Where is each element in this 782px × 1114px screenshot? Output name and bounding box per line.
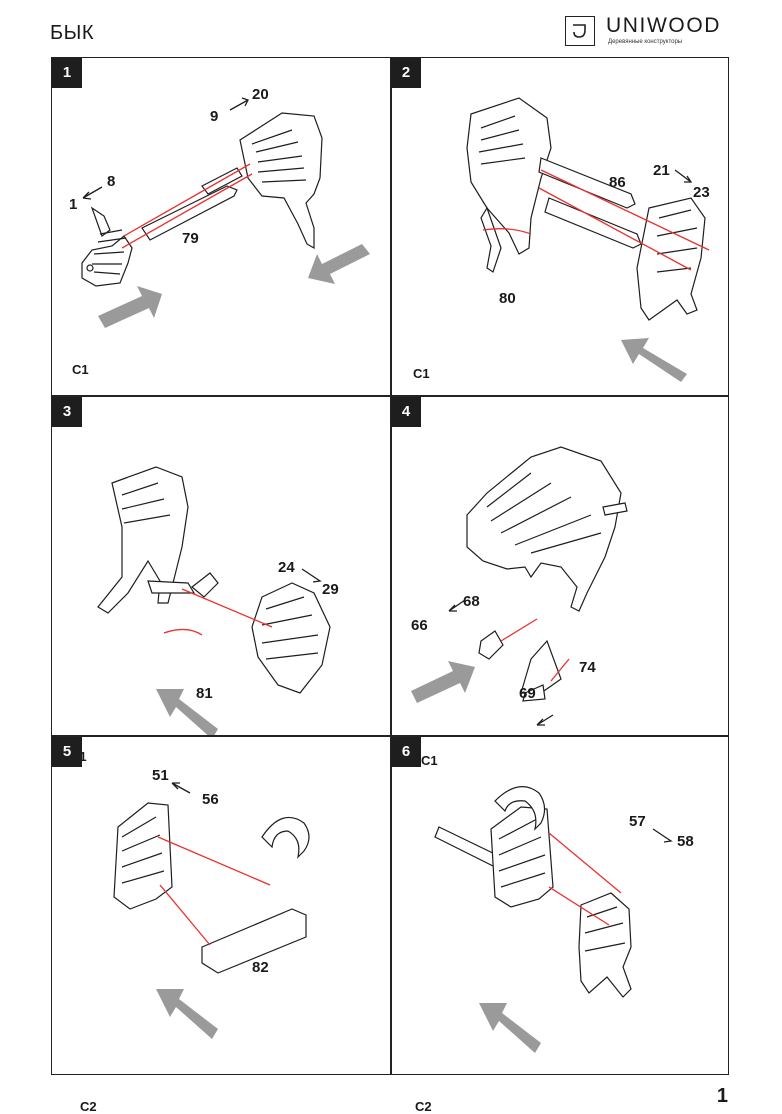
brand-tagline: Деревянные конструкторы <box>608 39 683 45</box>
part-label: 23 <box>693 184 710 201</box>
step-5-illustration <box>113 782 310 1039</box>
page-number: 1 <box>716 1085 728 1107</box>
step-number: 5 <box>52 737 82 767</box>
part-label: 79 <box>182 230 199 247</box>
part-label: 58 <box>677 833 694 850</box>
part-label: 24 <box>278 559 295 576</box>
part-label: 69 <box>519 685 536 702</box>
part-label: 21 <box>653 162 670 179</box>
step-panel-5: 5 51 56 82 C2 <box>52 737 390 1114</box>
part-label: 56 <box>202 791 219 808</box>
part-label: 51 <box>152 767 169 784</box>
part-label: 81 <box>196 685 213 702</box>
page-title: БЫК <box>50 22 94 44</box>
part-label: 74 <box>579 659 596 676</box>
step-6-illustration <box>434 786 673 1053</box>
part-label: 20 <box>252 86 269 103</box>
step-panel-1: 1 <box>52 58 390 396</box>
step-3-illustration <box>97 466 331 735</box>
brand-logo: UNIWOOD Деревянные конструкторы <box>560 14 750 50</box>
step-number: 3 <box>52 397 82 427</box>
part-label: 80 <box>499 290 516 307</box>
connector-code: C1 <box>421 753 438 768</box>
step-panel-3: 3 24 29 81 C1 <box>52 397 390 764</box>
connector-code: C1 <box>413 366 430 381</box>
connector-code: C2 <box>80 1099 97 1114</box>
part-label: 86 <box>609 174 626 191</box>
step-panel-2: 2 21 23 86 <box>391 58 729 396</box>
part-label: 57 <box>629 813 646 830</box>
part-label: 68 <box>463 593 480 610</box>
step-1-illustration <box>81 97 370 328</box>
instruction-grid: 1 <box>51 57 729 1114</box>
step-2-illustration <box>466 97 710 382</box>
step-4-illustration <box>411 446 628 726</box>
grid-divider-horizontal <box>52 395 728 397</box>
brand-mark-icon <box>565 16 595 46</box>
brand-name: UNIWOOD <box>606 14 722 37</box>
part-label: 66 <box>411 617 428 634</box>
grid-divider-horizontal <box>52 735 728 737</box>
part-label: 29 <box>322 581 339 598</box>
grid-divider-vertical <box>390 58 392 1074</box>
part-label: 9 <box>210 108 219 125</box>
part-label: 8 <box>107 173 116 190</box>
step-number: 6 <box>391 737 421 767</box>
connector-code: C2 <box>415 1099 432 1114</box>
step-number: 2 <box>391 58 421 88</box>
step-number: 4 <box>391 397 421 427</box>
part-label: 82 <box>252 959 269 976</box>
connector-code: C1 <box>72 362 89 377</box>
part-label: 1 <box>69 196 78 213</box>
step-number: 1 <box>52 58 82 88</box>
step-panel-4: 4 66 68 74 69 C <box>391 397 729 768</box>
step-panel-6: 6 57 58 C2 <box>391 737 729 1114</box>
